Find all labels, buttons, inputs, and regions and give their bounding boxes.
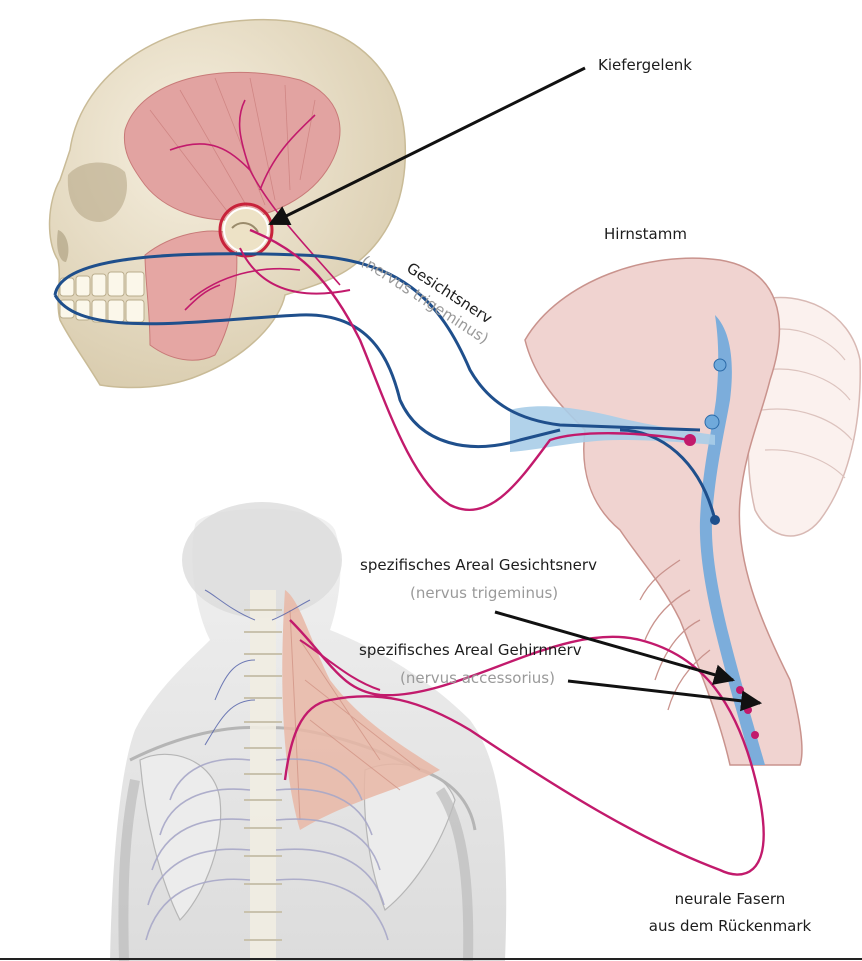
torso-back-view bbox=[110, 502, 507, 961]
label-areal-gesichtsnerv: spezifisches Areal Gesichtsnerv bbox=[360, 556, 597, 574]
trigeminal-pathway-lower bbox=[53, 294, 561, 448]
kiefergelenk-arrow bbox=[268, 66, 586, 226]
jaw-joint-marker bbox=[218, 202, 274, 258]
label-fasern-line2: aus dem Rückenmark bbox=[648, 917, 812, 935]
pointer-arrows bbox=[268, 66, 763, 712]
spine bbox=[244, 590, 282, 961]
label-kiefergelenk: Kiefergelenk bbox=[598, 56, 692, 74]
areal-gehirnnerv-arrow bbox=[567, 679, 763, 712]
skull bbox=[48, 18, 407, 389]
accessory-pathway bbox=[283, 619, 765, 876]
ribs bbox=[145, 758, 389, 941]
label-areal-gehirnnerv-latin: (nervus accessorius) bbox=[400, 669, 555, 687]
teeth bbox=[59, 271, 145, 323]
label-areal-gehirnnerv: spezifisches Areal Gehirnnerv bbox=[359, 641, 582, 659]
label-areal-gesichtsnerv-latin: (nervus trigeminus) bbox=[410, 584, 559, 602]
areal-gesichtsnerv-arrow bbox=[494, 610, 736, 685]
label-hirnstamm: Hirnstamm bbox=[604, 225, 687, 243]
brainstem bbox=[510, 257, 861, 766]
trigeminal-pathway-upper bbox=[53, 252, 701, 432]
nerve-pathways bbox=[53, 228, 765, 876]
label-fasern-line1: neurale Fasern bbox=[674, 890, 786, 908]
